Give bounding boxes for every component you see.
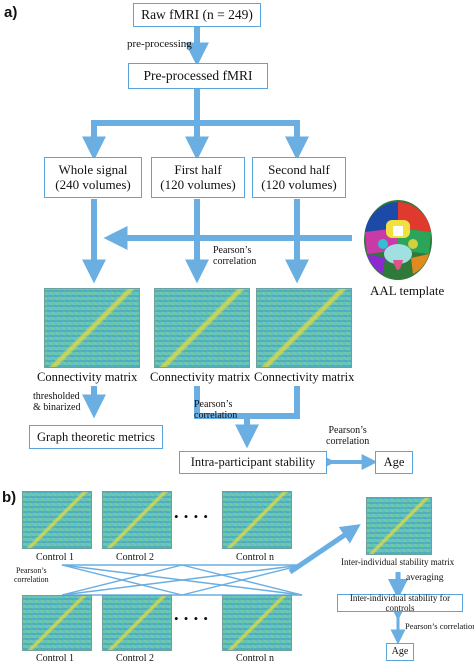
connectivity-label-second: Connectivity matrix <box>254 370 355 384</box>
first-half-box: First half (120 volumes) <box>151 157 245 198</box>
connectivity-matrix-whole <box>44 288 140 368</box>
second-half-title: Second half <box>268 161 330 177</box>
second-half-box: Second half (120 volumes) <box>252 157 346 198</box>
matrix-control-1-bottom <box>22 595 92 651</box>
pearsons2-line1: Pearson’s <box>194 399 233 410</box>
averaging-label: averaging <box>406 573 444 583</box>
second-half-volumes: (120 volumes) <box>261 176 337 192</box>
pearsons3-line2: correlation <box>326 436 370 447</box>
matrix-control-2-bottom <box>102 595 172 651</box>
raw-fmri-text: Raw fMRI (n = 249) <box>141 7 253 23</box>
first-half-volumes: (120 volumes) <box>160 176 236 192</box>
aal-template-label: AAL template <box>370 283 445 298</box>
preprocessing-label: pre-processing <box>127 38 192 50</box>
pearsons-b-line2: correlation <box>14 574 49 584</box>
pearsons-correlation-label-3: Pearson’s correlation <box>326 425 369 447</box>
connectivity-label-whole: Connectivity matrix <box>37 370 138 384</box>
panel-a-label: a) <box>4 4 18 21</box>
pearsons-line2: correlation <box>213 256 257 267</box>
control-1-label-top: Control 1 <box>36 552 75 563</box>
aal-brain-icon <box>364 200 432 280</box>
first-half-title: First half <box>174 161 222 177</box>
inter-stability-controls-text: Inter-individual stability for controls <box>349 592 451 613</box>
connectivity-matrix-second <box>256 288 352 368</box>
thresholded-line1: thresholded <box>33 391 80 402</box>
ellipsis-bottom: • • • • <box>174 611 209 626</box>
panel-b-label: b) <box>2 489 17 506</box>
pearsons-correlation-label: Pearson’s correlation <box>213 245 256 267</box>
thresholded-label: thresholded & binarized <box>33 391 80 413</box>
ellipsis-top: • • • • <box>174 509 209 524</box>
control-2-label-bottom: Control 2 <box>116 653 155 664</box>
inter-individual-stability-matrix <box>366 497 432 555</box>
graph-metrics-box: Graph theoretic metrics <box>29 425 163 449</box>
preprocessed-fmri-text: Pre-processed fMRI <box>143 68 253 84</box>
matrix-control-1-top <box>22 491 92 549</box>
pearsons-correlation-label-b: Pearson’s correlation <box>14 566 49 585</box>
control-n-label-bottom: Control n <box>236 653 275 664</box>
pearsons3-line1: Pearson’s <box>328 425 367 436</box>
pearsons2-line2: correlation <box>194 410 238 421</box>
control-n-label-top: Control n <box>236 552 275 563</box>
age-box-a: Age <box>375 451 413 474</box>
whole-signal-box: Whole signal (240 volumes) <box>44 157 142 198</box>
preprocessed-fmri-box: Pre-processed fMRI <box>128 63 268 89</box>
pearsons-correlation-label-b2: Pearson’s correlation <box>405 621 474 631</box>
pearsons-line1: Pearson’s <box>213 245 252 256</box>
matrix-control-n-top <box>222 491 292 549</box>
thresholded-line2: & binarized <box>33 402 81 413</box>
inter-stability-controls-box: Inter-individual stability for controls <box>337 592 463 613</box>
matrix-control-2-top <box>102 491 172 549</box>
intra-stability-text: Intra-participant stability <box>190 455 316 470</box>
matrix-control-n-bottom <box>222 595 292 651</box>
pearsons-correlation-label-2: Pearson’s correlation <box>194 399 237 421</box>
age-text-a: Age <box>383 455 405 470</box>
whole-signal-volumes: (240 volumes) <box>55 176 131 192</box>
connectivity-matrix-first <box>154 288 250 368</box>
intra-stability-box: Intra-participant stability <box>179 451 327 474</box>
pearsons-b-line1: Pearson’s <box>15 566 47 575</box>
graph-metrics-text: Graph theoretic metrics <box>36 429 155 444</box>
inter-matrix-label: Inter-individual stability matrix <box>341 557 455 567</box>
connectivity-label-first: Connectivity matrix <box>150 370 251 384</box>
age-box-b: Age <box>386 643 414 661</box>
age-text-b: Age <box>391 646 409 658</box>
control-2-label-top: Control 2 <box>116 552 155 563</box>
pearson-cross-lines <box>61 564 303 596</box>
whole-signal-title: Whole signal <box>58 161 128 177</box>
control-1-label-bottom: Control 1 <box>36 653 75 664</box>
raw-fmri-box: Raw fMRI (n = 249) <box>133 3 261 27</box>
